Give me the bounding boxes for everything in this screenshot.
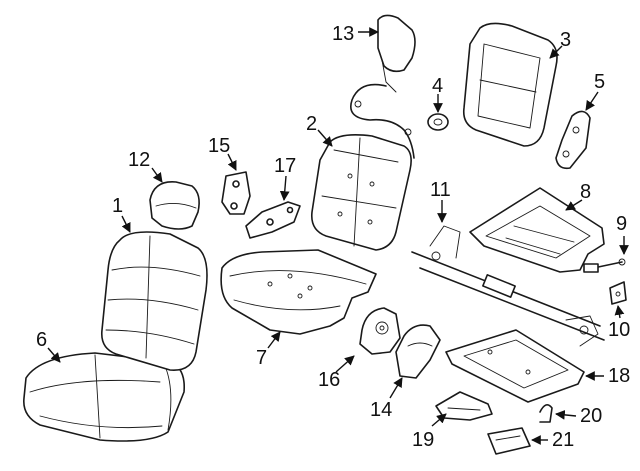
callout-5: 5 bbox=[594, 71, 605, 93]
callout-12: 12 bbox=[128, 149, 150, 171]
part-18-seat-pan bbox=[445, 329, 585, 403]
leader-20 bbox=[555, 410, 577, 420]
callout-9: 9 bbox=[616, 213, 627, 235]
callout-18: 18 bbox=[608, 365, 630, 387]
part-6-seat-cushion bbox=[23, 352, 186, 442]
leader-7 bbox=[267, 331, 281, 349]
part-15-bracket bbox=[221, 171, 251, 215]
callout-21: 21 bbox=[552, 429, 574, 451]
leader-14 bbox=[389, 377, 403, 399]
callout-2: 2 bbox=[306, 113, 317, 135]
leader-5 bbox=[585, 91, 599, 111]
part-10-bracket bbox=[609, 281, 627, 305]
leader-15 bbox=[227, 153, 237, 171]
callout-3: 3 bbox=[560, 29, 571, 51]
callout-8: 8 bbox=[580, 181, 591, 203]
callout-13: 13 bbox=[332, 23, 354, 45]
callout-4: 4 bbox=[432, 75, 443, 97]
callout-1: 1 bbox=[112, 195, 123, 217]
part-14-side-shield bbox=[395, 324, 441, 379]
part-4-knob bbox=[427, 113, 449, 131]
callout-6: 6 bbox=[36, 329, 47, 351]
callout-16: 16 bbox=[318, 369, 340, 391]
leader-17 bbox=[279, 175, 290, 201]
part-1-seat-back bbox=[100, 231, 208, 371]
part-5-lever bbox=[555, 110, 591, 170]
leader-8 bbox=[565, 199, 583, 211]
part-2-back-frame bbox=[310, 134, 412, 251]
part-16-recliner bbox=[359, 307, 401, 355]
part-9-cable bbox=[583, 258, 626, 273]
callout-15: 15 bbox=[208, 135, 230, 157]
callout-11: 11 bbox=[430, 179, 451, 201]
leader-2 bbox=[317, 129, 333, 147]
part-7-cushion-pad bbox=[220, 249, 377, 335]
part-3-back-frame bbox=[462, 22, 558, 147]
callout-20: 20 bbox=[580, 405, 602, 427]
leader-19 bbox=[431, 413, 447, 427]
leader-16 bbox=[335, 355, 355, 373]
part-11-seat-adjuster bbox=[411, 225, 605, 347]
leader-10 bbox=[614, 305, 625, 319]
callout-labels: 1 2 3 4 5 6 7 8 9 10 11 12 13 14 15 16 1… bbox=[36, 23, 630, 451]
leader-12 bbox=[151, 167, 163, 183]
callout-19: 19 bbox=[412, 429, 434, 451]
part-13-headrest-harness bbox=[350, 14, 416, 159]
callout-14: 14 bbox=[370, 399, 392, 421]
part-12-headrest bbox=[149, 181, 200, 230]
callout-17: 17 bbox=[274, 155, 296, 177]
leader-6 bbox=[47, 347, 61, 363]
part-17-bracket bbox=[245, 201, 301, 239]
leader-3 bbox=[549, 45, 563, 59]
part-21-module bbox=[487, 427, 531, 455]
callout-10: 10 bbox=[608, 319, 630, 341]
callout-7: 7 bbox=[256, 347, 267, 369]
leader-1 bbox=[121, 215, 131, 233]
leader-lines bbox=[47, 27, 629, 445]
part-20-clip bbox=[539, 404, 553, 423]
